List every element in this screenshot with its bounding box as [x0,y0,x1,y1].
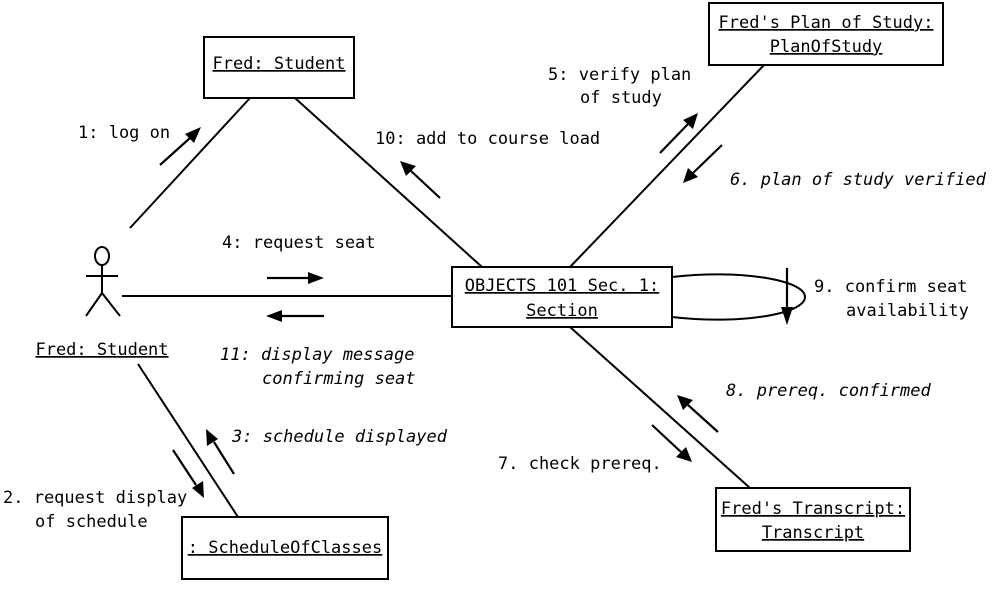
object-transcript-name: Fred's Transcript: [721,499,905,519]
message-3-label: 3: schedule displayed [231,427,448,447]
object-plan-of-study[interactable]: Fred's Plan of Study: PlanOfStudy [708,2,944,66]
message-10-label: 10: add to course load [375,129,600,149]
message-8-label: 8. prereq. confirmed [726,381,931,401]
link-actor-student [129,97,251,229]
arrow-msg9-icon [781,268,793,325]
message-4-label: 4: request seat [222,233,376,253]
arrow-msg10-icon [400,161,441,199]
actor-stick-figure-icon[interactable] [85,246,121,317]
object-student-top[interactable]: Fred: Student [203,36,355,99]
object-transcript[interactable]: Fred's Transcript: Transcript [715,487,911,552]
arrow-msg8-icon [677,395,719,433]
message-11-label-line1: 11: display message [220,345,414,365]
arrow-msg6-icon [683,144,723,183]
object-plan-class: PlanOfStudy [770,37,883,57]
message-5-label-line1: 5: verify plan [548,65,691,85]
link-section-transcript [569,326,751,489]
message-6-label: 6. plan of study verified [730,170,987,190]
arrow-msg1-icon [159,127,201,166]
arrow-msg11-icon [266,310,324,322]
self-link-section [671,273,807,321]
arrow-msg3-icon [206,429,235,475]
message-2-label-line1: 2. request display [3,488,187,508]
message-7-label: 7. check prereq. [498,454,662,474]
message-9-label-line2: availability [846,301,969,321]
link-student-section [294,97,483,268]
object-section[interactable]: OBJECTS 101 Sec. 1: Section [451,266,673,328]
link-section-plan [569,63,766,268]
arrow-msg5-icon [659,113,698,154]
arrow-msg7-icon [651,424,692,462]
actor-label: Fred: Student [35,340,168,360]
message-9-label-line1: 9. confirm seat [814,277,968,297]
object-section-name: OBJECTS 101 Sec. 1: [465,276,659,296]
object-student-top-name: Fred: Student [212,54,345,74]
object-transcript-class: Transcript [762,523,864,543]
object-schedule-name: : ScheduleOfClasses [188,538,382,558]
message-2-label-line2: of schedule [35,512,148,532]
message-11-label-line2: confirming seat [262,369,416,389]
arrow-msg2-icon [172,449,204,498]
link-actor-schedule [137,363,239,518]
message-5-label-line2: of study [580,88,662,108]
message-1-label: 1: log on [78,123,170,143]
object-plan-name: Fred's Plan of Study: [719,13,934,33]
object-schedule-of-classes[interactable]: : ScheduleOfClasses [181,516,389,580]
arrow-msg4-icon [267,272,324,284]
object-section-class: Section [526,301,598,321]
